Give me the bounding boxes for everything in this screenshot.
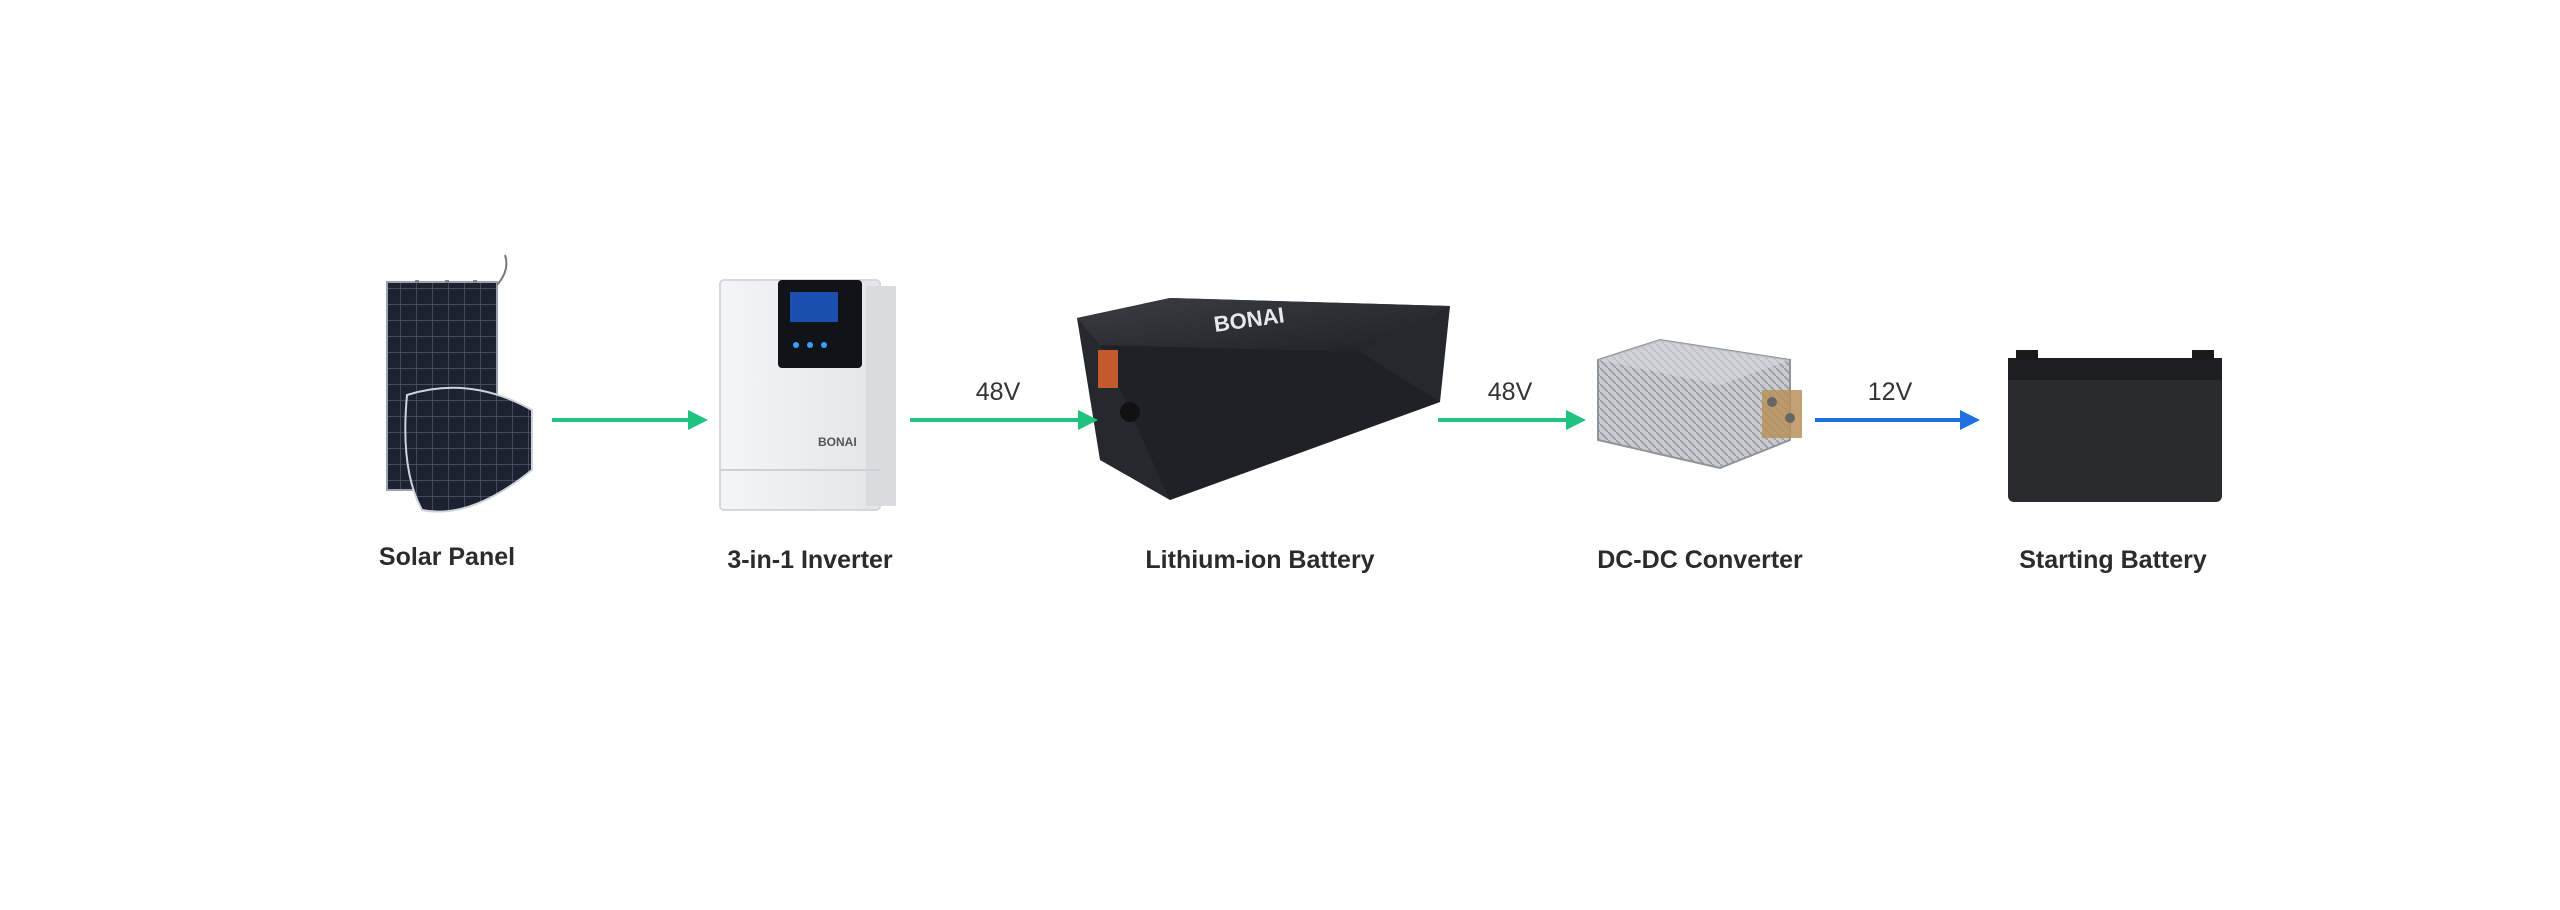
inverter-image: BONAI bbox=[719, 279, 896, 511]
solar-panel-image bbox=[386, 254, 533, 513]
node-label-lithium-battery: Lithium-ion Battery bbox=[1145, 546, 1375, 574]
edge-dcdc-to-starting bbox=[1815, 410, 1980, 430]
node-label-inverter: 3-in-1 Inverter bbox=[727, 546, 893, 574]
edge-lithium-to-dcdc bbox=[1438, 410, 1586, 430]
node-label-solar-panel: Solar Panel bbox=[378, 543, 516, 571]
inverter-brand-mark: BONAI bbox=[818, 435, 857, 449]
edge-inverter-to-lithium bbox=[910, 410, 1098, 430]
node-label-dcdc-converter: DC-DC Converter bbox=[1597, 546, 1803, 574]
voltage-label-inverter-lithium: 48V bbox=[975, 378, 1021, 406]
node-label-starting-battery: Starting Battery bbox=[2019, 546, 2207, 574]
edge-solar-to-inverter bbox=[552, 410, 708, 430]
voltage-label-lithium-dcdc: 48V bbox=[1487, 378, 1533, 406]
lithium-battery-image: BONAI bbox=[1077, 298, 1450, 500]
dcdc-converter-image bbox=[1597, 338, 1802, 470]
starting-battery-image bbox=[2008, 350, 2222, 502]
voltage-label-dcdc-starting: 12V bbox=[1867, 378, 1913, 406]
